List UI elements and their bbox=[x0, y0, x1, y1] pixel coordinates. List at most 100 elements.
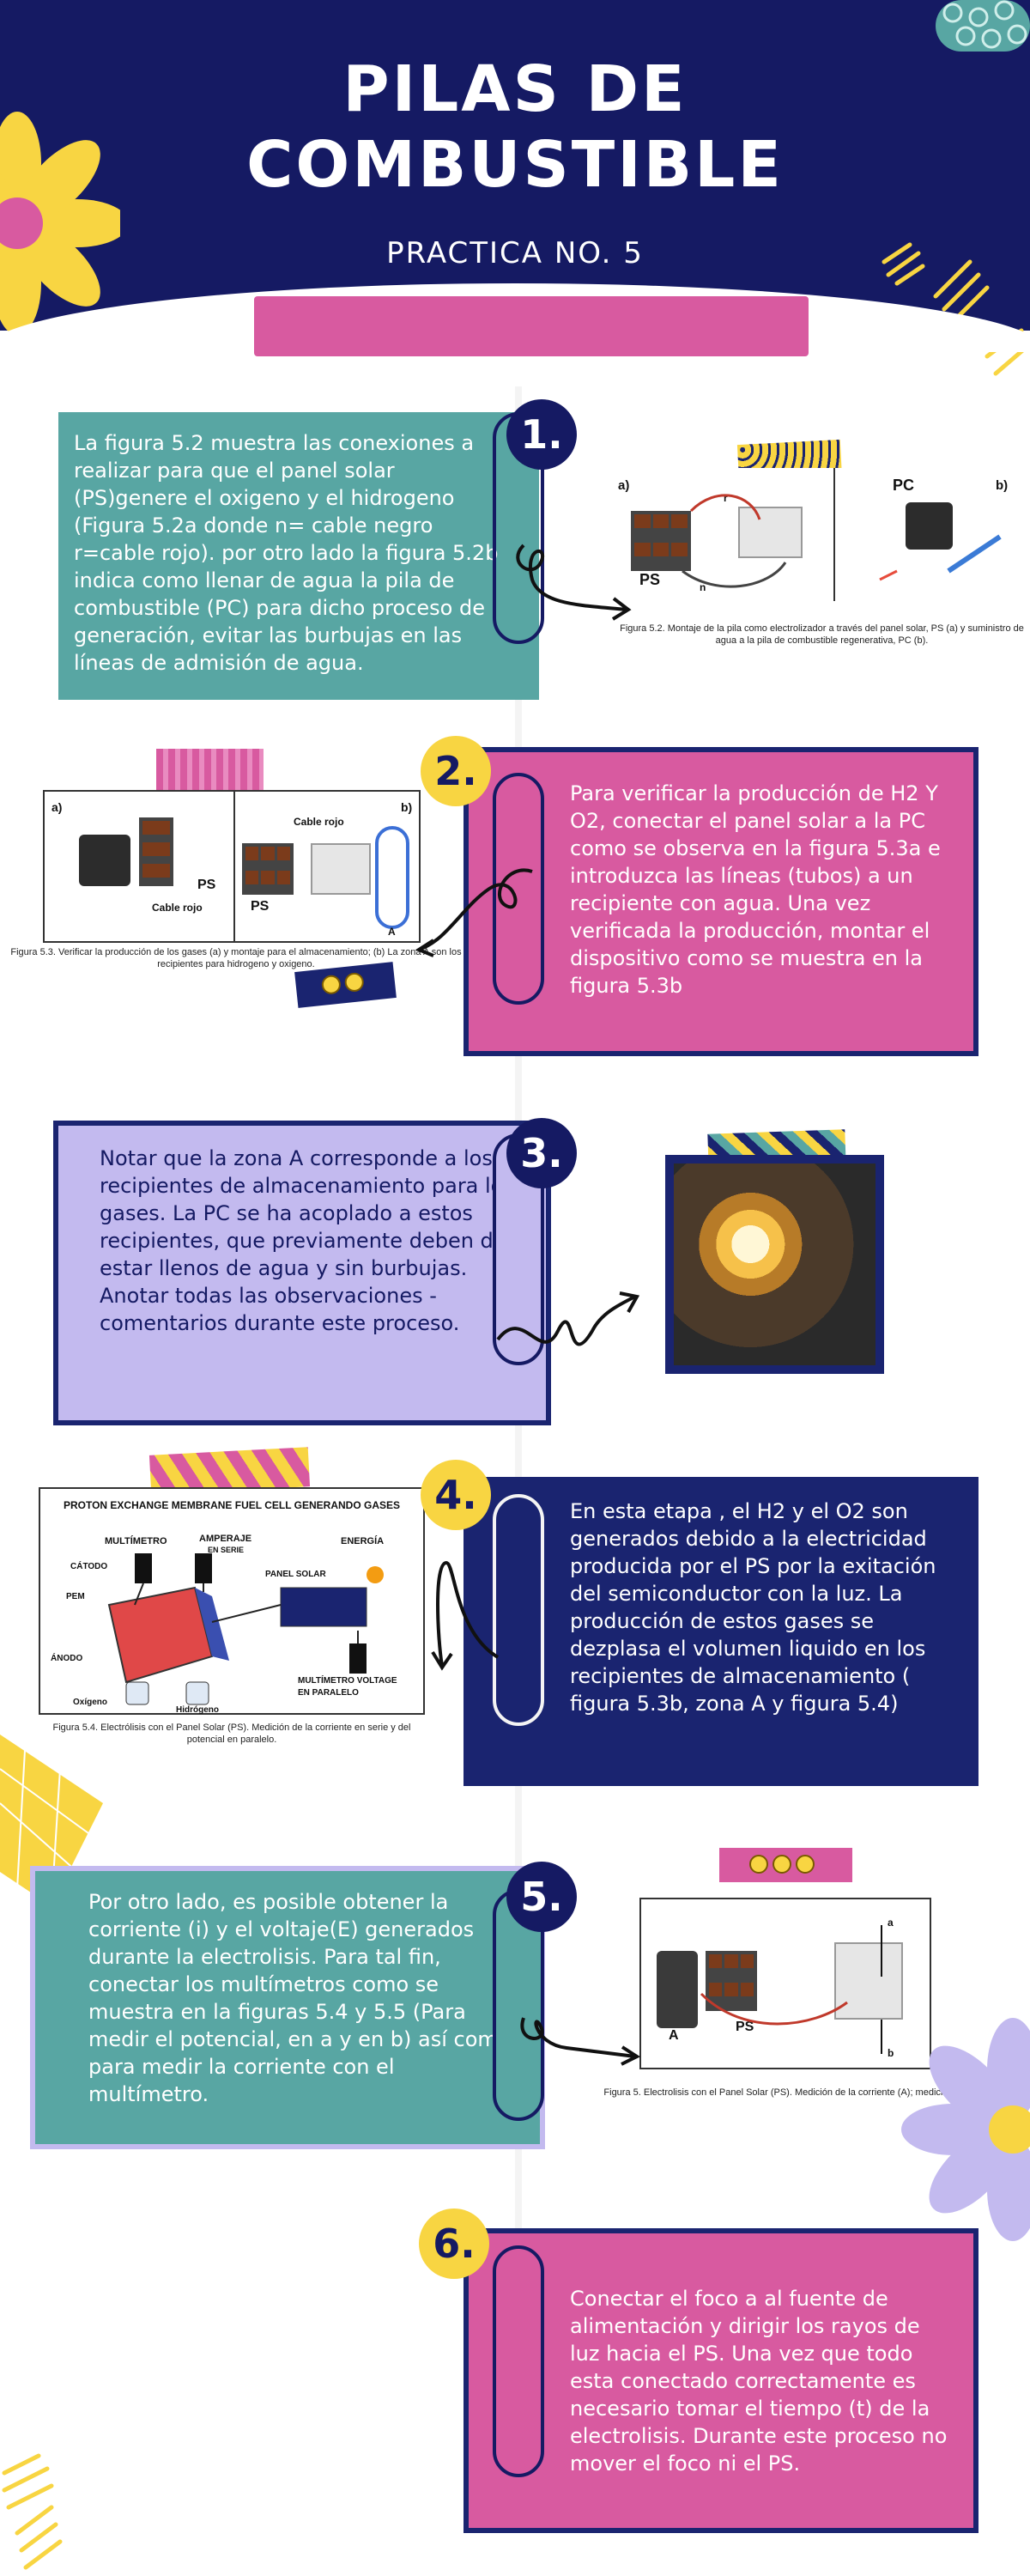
fig-label-a-small: a bbox=[888, 1917, 894, 1929]
step-3-text: Notar que la zona A corresponde a los re… bbox=[100, 1146, 514, 1335]
fig-label-r: r bbox=[724, 492, 728, 504]
fig-label-oxigeno: Oxígeno bbox=[73, 1698, 108, 1707]
figure-5-3: a) PS Cable rojo Cable rojo b) PS A bbox=[43, 790, 421, 943]
figure-5-4: PROTON EXCHANGE MEMBRANE FUEL CELL GENER… bbox=[39, 1487, 425, 1715]
figure-5-3-caption: Figura 5.3. Verificar la producción de l… bbox=[10, 947, 462, 969]
fig-label-amperaje: AMPERAJE bbox=[199, 1534, 252, 1544]
step-6-number: 6. bbox=[419, 2208, 489, 2279]
timeline-line bbox=[515, 386, 522, 2482]
solar-panel-image-b bbox=[242, 843, 294, 895]
page-title: PILAS DE COMBUSTIBLE bbox=[0, 52, 1030, 203]
fig-label-pem: PEM bbox=[66, 1592, 85, 1601]
header-pink-bar bbox=[254, 296, 809, 356]
solar-panel-image bbox=[706, 1951, 757, 2011]
fig-label-anodo: ÁNODO bbox=[51, 1654, 83, 1663]
title-line-1: PILAS DE bbox=[342, 52, 688, 126]
step-3-text-box: Notar que la zona A corresponde a los re… bbox=[53, 1121, 551, 1425]
smiley-tape-decoration bbox=[719, 1848, 852, 1882]
yellow-flower-decoration bbox=[0, 112, 120, 335]
fuel-cell-image bbox=[906, 502, 953, 550]
arrow-icon bbox=[431, 1560, 500, 1671]
wire-drawing bbox=[700, 1925, 882, 2054]
figure-5-4-title: PROTON EXCHANGE MEMBRANE FUEL CELL GENER… bbox=[63, 1499, 401, 1511]
solar-panel-image bbox=[139, 817, 173, 886]
fig-label-ps-b: PS bbox=[251, 899, 270, 914]
zone-a-ellipse bbox=[375, 826, 409, 929]
step-2-text-box: Para verificar la producción de H2 Y O2,… bbox=[464, 747, 978, 1056]
fig-label-hidrogeno: Hidrógeno bbox=[176, 1705, 219, 1715]
arrow-icon bbox=[520, 2017, 641, 2066]
arrow-icon bbox=[415, 868, 533, 957]
arrow-icon bbox=[496, 1291, 640, 1346]
fig-label-ps: PS bbox=[736, 2020, 754, 2034]
multimeter-image bbox=[657, 1951, 698, 2028]
fig-label-b-small: b bbox=[888, 2047, 894, 2059]
fig-label-multimetro-voltage: MULTÍMETRO VOLTAGE bbox=[298, 1676, 397, 1686]
smiley-icon bbox=[343, 971, 365, 993]
photo-frame bbox=[665, 1155, 884, 1374]
yellow-grid-decoration bbox=[0, 1735, 103, 1906]
step-1-text-box: La figura 5.2 muestra las conexiones a r… bbox=[58, 412, 539, 700]
lavender-flower-decoration bbox=[901, 2018, 1030, 2241]
step-5-number: 5. bbox=[506, 1862, 577, 1932]
fuel-cell-diagram bbox=[107, 1553, 384, 1705]
fuel-cell-image bbox=[79, 835, 130, 886]
teal-pattern-decoration bbox=[936, 0, 1030, 52]
fig-label-a-amp: A bbox=[669, 2028, 679, 2043]
smiley-icon bbox=[772, 1855, 792, 1874]
step-3-number: 3. bbox=[506, 1118, 577, 1188]
smiley-icon bbox=[320, 974, 342, 995]
fuel-cell-device-image bbox=[738, 507, 803, 558]
step-6-text: Conectar el foco a al fuente de alimenta… bbox=[570, 2287, 948, 2476]
fig-label-energia: ENERGÍA bbox=[341, 1536, 385, 1546]
page-subtitle: PRACTICA NO. 5 bbox=[386, 236, 644, 270]
step-2-number: 2. bbox=[421, 736, 491, 806]
fuel-cell-device-image bbox=[834, 1942, 903, 2020]
step-4-text-box: En esta etapa , el H2 y el O2 son genera… bbox=[464, 1477, 978, 1786]
lightbulb-photo bbox=[674, 1163, 876, 1365]
header-background bbox=[0, 0, 1030, 331]
arrow-icon bbox=[516, 544, 632, 621]
figure-5-5: A PS a b bbox=[639, 1898, 931, 2069]
fuel-cell-device-image bbox=[311, 843, 371, 895]
step-2-text: Para verificar la producción de H2 Y O2,… bbox=[570, 781, 941, 998]
solar-panel-image bbox=[631, 511, 691, 571]
figure-divider bbox=[833, 468, 835, 601]
fig-label-cable-rojo-b: Cable rojo bbox=[294, 816, 344, 828]
figure-5-5-caption: Figura 5. Electrolisis con el Panel Sola… bbox=[603, 2087, 954, 2098]
wire-drawing bbox=[682, 494, 787, 588]
fig-label-pc: PC bbox=[893, 477, 915, 494]
fig-label-panel-solar: PANEL SOLAR bbox=[265, 1570, 326, 1579]
step-1-text: La figura 5.2 muestra las conexiones a r… bbox=[74, 431, 499, 675]
fig-label-multimetro: MULTÍMETRO bbox=[105, 1536, 167, 1546]
step-4-text: En esta etapa , el H2 y el O2 son genera… bbox=[570, 1499, 936, 1716]
figure-divider bbox=[233, 792, 235, 943]
fig-label-ps: PS bbox=[639, 571, 661, 588]
syringe-drawing bbox=[879, 534, 1002, 581]
fig-label-a: a) bbox=[52, 800, 63, 814]
fig-label-ps: PS bbox=[197, 878, 216, 892]
fig-label-en-paralelo: EN PARALELO bbox=[298, 1688, 359, 1698]
fig-label-b: b) bbox=[996, 478, 1009, 493]
figure-5-4-caption: Figura 5.4. Electrólisis con el Panel So… bbox=[52, 1722, 411, 1745]
step-4-number: 4. bbox=[421, 1460, 491, 1530]
fig-label-cable-rojo: Cable rojo bbox=[152, 902, 203, 914]
title-line-2: COMBUSTIBLE bbox=[246, 128, 784, 202]
step-1-number: 1. bbox=[506, 399, 577, 470]
step-5-text: Por otro lado, es posible obtener la cor… bbox=[88, 1890, 511, 2106]
fig-label-en-serie: EN SERIE bbox=[208, 1546, 245, 1554]
step-5-text-box: Por otro lado, es posible obtener la cor… bbox=[30, 1866, 545, 2149]
step-6-nub bbox=[493, 2245, 544, 2477]
step-6-text-box: Conectar el foco a al fuente de alimenta… bbox=[464, 2228, 978, 2533]
figure-5-2-caption: Figura 5.2. Montaje de la pila como elec… bbox=[620, 623, 1024, 646]
fig-label-zone-a: A bbox=[388, 926, 396, 938]
yellow-scribble-decoration bbox=[2, 2453, 63, 2570]
smiley-icon bbox=[749, 1855, 768, 1874]
fig-label-catodo: CÁTODO bbox=[70, 1562, 108, 1571]
tape-decoration bbox=[156, 749, 264, 790]
smiley-icon bbox=[796, 1855, 815, 1874]
fig-label-b: b) bbox=[401, 800, 413, 814]
figure-5-2: a) PS r n PC b) bbox=[614, 468, 1030, 618]
fig-label-n: n bbox=[700, 581, 706, 593]
step-4-nub bbox=[493, 1494, 544, 1726]
